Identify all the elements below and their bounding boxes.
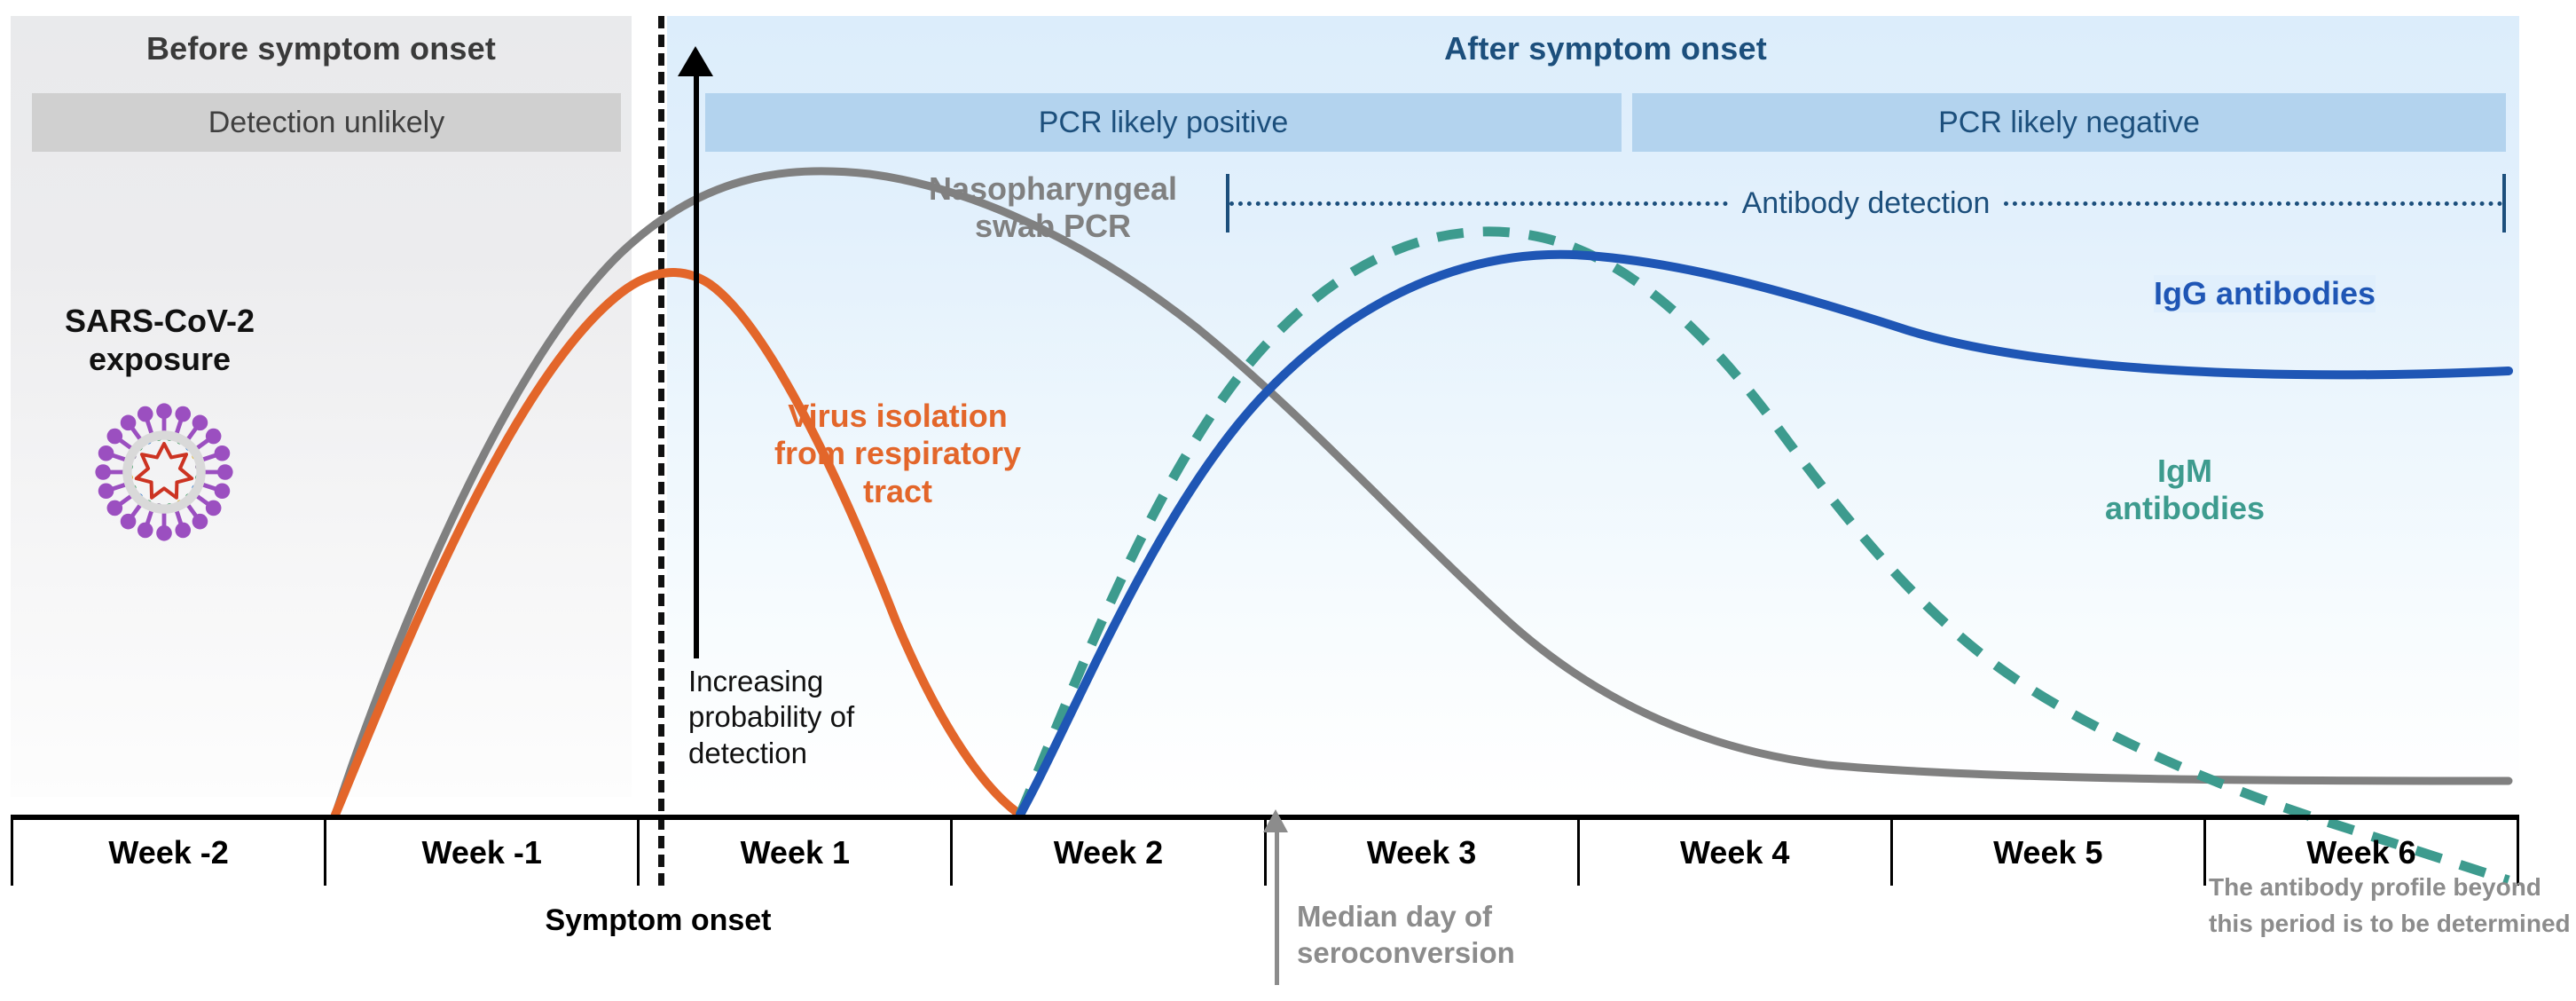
label-nasopharyngeal-swab-pcr: Nasopharyngeal swab PCR	[928, 170, 1178, 245]
symptom-onset-dashed-line	[658, 16, 664, 886]
bracket-dots-right	[2004, 201, 2503, 206]
band-pcr-likely-negative: PCR likely negative	[1632, 93, 2506, 152]
label-sars-cov-2-exposure: SARS-CoV-2 exposure	[64, 303, 255, 378]
week-cell: Week 1	[640, 820, 954, 886]
note-antibody-profile-beyond: The antibody profile beyond this period …	[2209, 873, 2571, 937]
antibody-detection-label: Antibody detection	[1727, 185, 2005, 221]
bracket-dots-left	[1229, 201, 1728, 206]
header-after-symptom-onset: After symptom onset	[1444, 30, 1767, 67]
band-pcr-likely-positive: PCR likely positive	[705, 93, 1622, 152]
week-cell: Week 4	[1580, 820, 1893, 886]
band-detection-unlikely: Detection unlikely	[32, 93, 621, 152]
label-virus-isolation: Virus isolation from respiratory tract	[774, 398, 1022, 509]
coronavirus-icon	[95, 403, 233, 541]
seroconversion-arrow-line	[1275, 816, 1279, 985]
y-axis-label: Increasing probability of detection	[688, 665, 855, 769]
y-axis-line	[694, 53, 699, 658]
bracket-right-end	[2502, 174, 2507, 233]
week-cell: Week -1	[326, 820, 640, 886]
week-cell: Week -2	[11, 820, 327, 886]
week-cell: Week 3	[1267, 820, 1580, 886]
week-cell: Week 6	[2206, 820, 2519, 886]
label-igg-antibodies: IgG antibodies	[2154, 275, 2376, 313]
label-median-day-seroconversion: Median day of seroconversion	[1297, 900, 1515, 970]
header-before-symptom-onset: Before symptom onset	[145, 30, 497, 67]
week-cell: Week 2	[953, 820, 1267, 886]
week-cell: Week 5	[1893, 820, 2206, 886]
antibody-detection-bracket: Antibody detection	[1226, 174, 2507, 233]
label-igm-antibodies: IgM antibodies	[2104, 453, 2266, 527]
label-symptom-onset: Symptom onset	[545, 903, 772, 937]
